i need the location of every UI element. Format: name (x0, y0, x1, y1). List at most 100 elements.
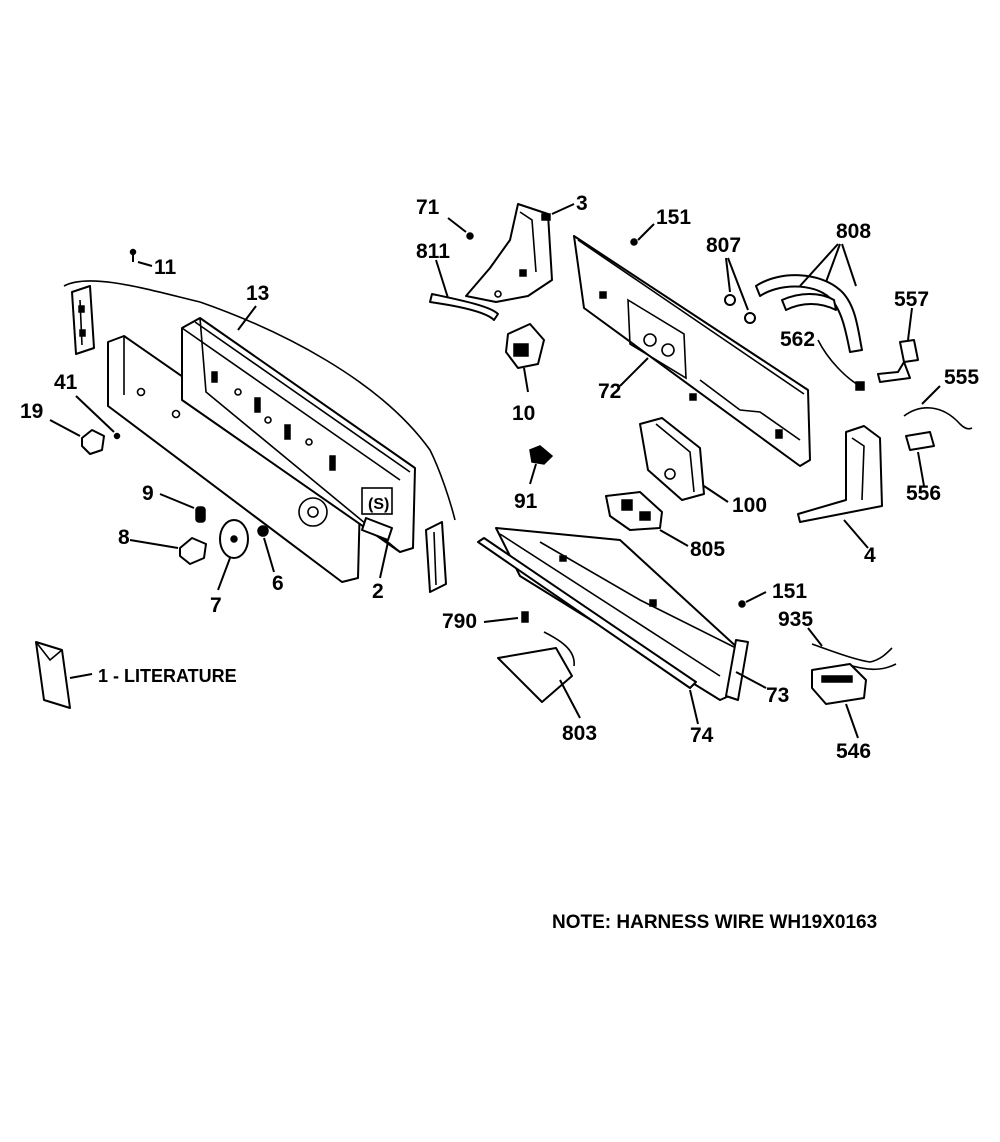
leader-935 (807, 627, 823, 647)
label-2: 2 (372, 580, 384, 603)
timer-switch-10 (505, 323, 545, 369)
bracket-2 (361, 517, 393, 541)
control-panel-front (107, 335, 361, 583)
label-151-top: 151 (656, 206, 691, 229)
valve-805 (605, 491, 663, 531)
leader-556 (917, 451, 925, 487)
label-151-lower: 151 (772, 580, 807, 603)
label-74: 74 (690, 724, 714, 747)
label-41: 41 (54, 371, 78, 394)
label-546: 546 (836, 740, 871, 763)
label-811: 811 (416, 240, 450, 263)
leader-790 (483, 617, 519, 623)
screw-151-top (630, 223, 655, 246)
bracket-803 (497, 631, 575, 703)
grommet-562 (855, 381, 865, 391)
label-72: 72 (598, 380, 621, 403)
backsplash-base-73 (495, 527, 749, 701)
leader-7 (217, 557, 231, 591)
leader-3 (551, 203, 575, 215)
harness-note: NOTE: HARNESS WIRE WH19X0163 (552, 912, 877, 933)
right-end-cap (425, 521, 447, 593)
leader-546 (845, 703, 859, 739)
leader-41 (75, 395, 115, 433)
label-562: 562 (780, 328, 815, 351)
leader-literature (69, 673, 93, 679)
hose-811 (429, 293, 499, 321)
bracket-3 (465, 203, 553, 303)
hoses-808 (755, 274, 863, 353)
label-11: 11 (154, 256, 177, 279)
leader-555 (921, 385, 941, 405)
label-71: 71 (416, 196, 440, 219)
wire-555 (903, 407, 973, 430)
switch-557 (877, 339, 919, 383)
part-9-spring (195, 506, 206, 523)
plug-807a (724, 294, 736, 306)
label-790: 790 (442, 610, 477, 633)
label-935: 935 (778, 608, 813, 631)
panel-top-wire (63, 280, 201, 303)
literature-booklet (35, 641, 71, 709)
label-4: 4 (864, 544, 876, 567)
label-9: 9 (142, 482, 154, 505)
clip-91 (529, 445, 554, 465)
end-bracket-4 (797, 425, 883, 523)
label-3: 3 (576, 192, 588, 215)
leader-807 (725, 257, 749, 311)
leader-74 (689, 689, 699, 725)
connector-556 (905, 431, 935, 451)
backboard-72 (573, 235, 811, 467)
leader-9 (159, 493, 195, 509)
svg-text:(S): (S) (368, 496, 389, 513)
leader-8 (129, 539, 179, 549)
part-19-knob (81, 429, 105, 455)
left-end-cap (71, 285, 95, 355)
pressure-switch-100 (639, 417, 705, 501)
label-8: 8 (118, 526, 130, 549)
label-100: 100 (732, 494, 767, 517)
leader-13 (237, 305, 257, 331)
leader-803 (559, 679, 581, 719)
label-literature: 1 - LITERATURE (98, 666, 237, 686)
label-19: 19 (20, 400, 43, 423)
leader-72 (619, 357, 649, 387)
screw-11 (129, 248, 137, 262)
panel-right-wire (199, 301, 456, 521)
leader-4 (843, 519, 869, 549)
leader-100 (703, 485, 729, 503)
leader-10 (523, 367, 529, 393)
label-557: 557 (894, 288, 929, 311)
label-6: 6 (272, 572, 284, 595)
leader-6 (263, 537, 275, 573)
screw-151-lower (738, 591, 767, 608)
part-8-knob (179, 537, 207, 565)
label-803: 803 (562, 722, 597, 745)
label-10: 10 (512, 402, 535, 425)
leader-811 (435, 259, 449, 299)
label-556: 556 (906, 482, 941, 505)
screw-790 (521, 611, 529, 623)
leader-2 (379, 541, 389, 579)
label-807: 807 (706, 234, 741, 257)
trim-strip-74 (477, 537, 697, 689)
part-6-nut (257, 525, 269, 537)
label-7: 7 (210, 594, 222, 617)
harness-935 (811, 643, 897, 671)
screw-71 (447, 217, 474, 240)
leader-91 (529, 463, 537, 485)
leader-808 (799, 243, 857, 287)
leader-11 (137, 261, 153, 267)
label-13: 13 (246, 282, 269, 305)
leader-19 (49, 419, 81, 437)
part-7-dial (219, 519, 249, 559)
terminal-block-546 (811, 663, 867, 705)
plug-807b (744, 312, 756, 324)
leader-805 (659, 529, 689, 547)
control-panel-body: (S) (181, 317, 416, 553)
label-73: 73 (766, 684, 789, 707)
label-805: 805 (690, 538, 725, 561)
leader-557 (907, 307, 913, 341)
part-41-clip (113, 432, 121, 440)
